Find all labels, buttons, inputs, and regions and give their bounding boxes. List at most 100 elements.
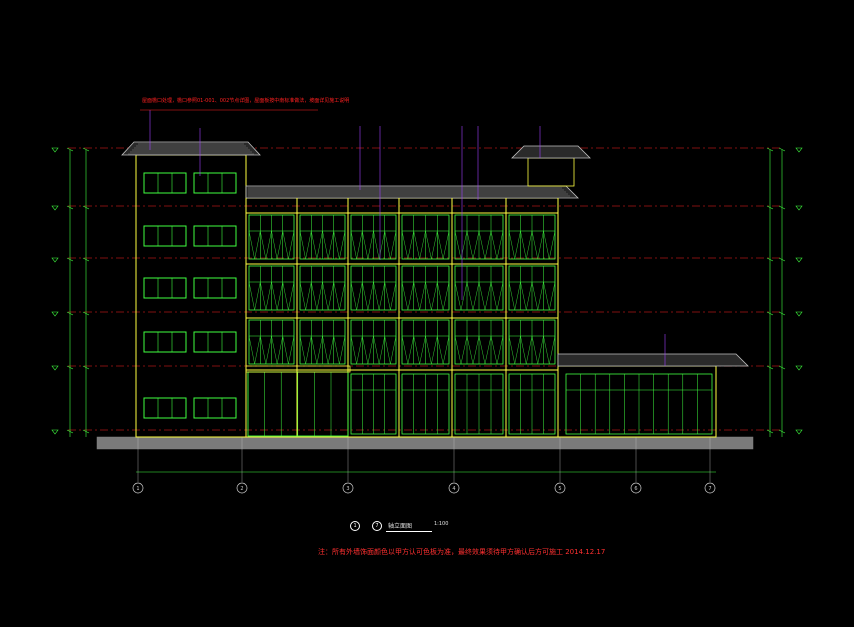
window-swing-mark	[373, 281, 385, 311]
window-swing-mark	[437, 335, 450, 365]
level-marker	[51, 205, 59, 211]
axis-bubble	[132, 482, 144, 494]
window-swing-mark	[508, 335, 521, 365]
roof-pavilion	[527, 157, 575, 187]
window-swing-mark	[322, 335, 334, 365]
window-swing-mark	[401, 335, 414, 365]
dimension-tick	[766, 257, 774, 262]
window-swing-mark	[520, 335, 533, 365]
pavilion-roof	[511, 145, 591, 159]
window-swing-mark	[248, 230, 261, 260]
axis-bubble	[554, 482, 566, 494]
dimension-tick	[82, 257, 90, 262]
window-swing-mark	[413, 230, 426, 260]
level-marker	[795, 311, 803, 317]
window-swing-mark	[248, 281, 261, 311]
window-swing-mark	[437, 281, 450, 311]
dimension-tick	[778, 147, 786, 152]
dimension-tick	[766, 429, 774, 434]
axis-bubble	[342, 482, 354, 494]
dimension-tick	[66, 257, 74, 262]
window	[193, 172, 237, 194]
window	[193, 277, 237, 299]
dimension-tick	[778, 311, 786, 316]
title-underline	[386, 531, 432, 532]
dimension-tick	[778, 257, 786, 262]
window-swing-mark	[413, 281, 426, 311]
window-swing-mark	[362, 335, 374, 365]
window-swing-mark	[350, 335, 363, 365]
axis-start-bubble: 1	[350, 521, 360, 531]
window	[143, 277, 187, 299]
window	[143, 172, 187, 194]
window-swing-mark	[271, 335, 283, 365]
dimension-tick	[766, 365, 774, 370]
level-marker	[51, 365, 59, 371]
window-swing-mark	[543, 230, 556, 260]
dimension-tick	[778, 205, 786, 210]
axis-label: 1	[136, 486, 139, 492]
window-swing-mark	[333, 335, 346, 365]
window-swing-mark	[401, 281, 414, 311]
window-swing-mark	[322, 230, 334, 260]
window-swing-mark	[425, 230, 438, 260]
ground-strip	[96, 436, 754, 450]
level-marker	[795, 257, 803, 263]
window-swing-mark	[333, 230, 346, 260]
window-swing-mark	[362, 230, 374, 260]
dimension-tick	[82, 205, 90, 210]
footer-note: 注：所有外墙饰面颜色以甲方认可色板为准，最终效果须待甲方确认后方可施工 2014…	[318, 548, 606, 556]
window-swing-mark	[531, 281, 544, 311]
window-swing-mark	[384, 335, 397, 365]
axis-start-label: 1	[353, 523, 357, 529]
window-swing-mark	[384, 230, 397, 260]
view-title-block: 1 7 轴立面图 1:100	[350, 520, 470, 534]
level-marker	[51, 147, 59, 153]
level-marker	[51, 257, 59, 263]
dimension-tick	[66, 429, 74, 434]
window-swing-mark	[282, 281, 295, 311]
window-swing-mark	[248, 335, 261, 365]
window	[143, 225, 187, 247]
dimension-tick	[66, 205, 74, 210]
window	[193, 331, 237, 353]
level-marker	[795, 205, 803, 211]
right-wing-outline	[557, 365, 717, 438]
window	[143, 331, 187, 353]
view-title: 轴立面图	[388, 523, 413, 530]
level-marker	[795, 429, 803, 435]
window-swing-mark	[311, 335, 323, 365]
axis-label: 6	[634, 486, 637, 492]
axis-end-bubble: 7	[372, 521, 382, 531]
dimension-tick	[766, 311, 774, 316]
dimension-tick	[82, 311, 90, 316]
window-swing-mark	[478, 281, 492, 311]
dimension-tick	[66, 311, 74, 316]
window	[193, 225, 237, 247]
window-swing-mark	[413, 335, 426, 365]
axis-bubble	[704, 482, 716, 494]
window-swing-mark	[543, 281, 556, 311]
entrance-canopy	[245, 365, 351, 373]
dimension-tick	[66, 365, 74, 370]
window-swing-mark	[490, 281, 504, 311]
window-swing-mark	[508, 281, 521, 311]
window-swing-mark	[362, 281, 374, 311]
window-swing-mark	[425, 281, 438, 311]
axis-label: 7	[708, 486, 711, 492]
window-swing-mark	[373, 335, 385, 365]
axis-bubble	[448, 482, 460, 494]
window-swing-mark	[322, 281, 334, 311]
window-swing-mark	[466, 335, 480, 365]
window-swing-mark	[350, 281, 363, 311]
window-swing-mark	[437, 230, 450, 260]
window-swing-mark	[299, 230, 312, 260]
axis-label: 2	[240, 486, 243, 492]
window-swing-mark	[260, 335, 272, 365]
window-swing-mark	[478, 335, 492, 365]
window	[143, 397, 187, 419]
axis-label: 5	[558, 486, 561, 492]
window-swing-mark	[466, 230, 480, 260]
window-swing-mark	[373, 230, 385, 260]
